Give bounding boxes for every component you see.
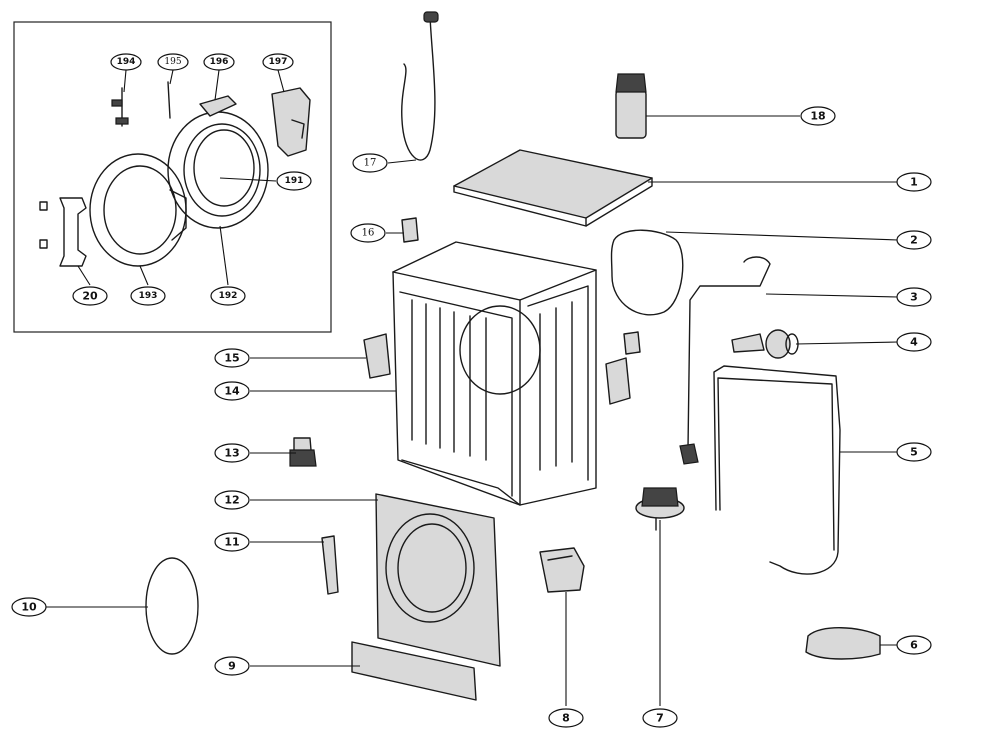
tub-gasket [610, 229, 684, 316]
callout-192: 192 [210, 286, 246, 306]
front-door-catch [321, 535, 339, 595]
callout-4: 4 [896, 332, 932, 352]
svg-text:4: 4 [910, 336, 918, 349]
svg-text:196: 196 [210, 57, 229, 67]
callout-6: 6 [896, 635, 932, 655]
inlet-valve [731, 329, 799, 359]
callout-8: 8 [548, 708, 584, 728]
callout-15: 15 [214, 348, 250, 368]
noise-filter [615, 73, 647, 139]
top-panel [453, 149, 653, 227]
wire-harness-plug [679, 443, 699, 465]
service-panel [145, 557, 199, 655]
door-small-spring [111, 87, 129, 127]
svg-text:195: 195 [164, 57, 181, 67]
door-outer-ring [89, 153, 187, 267]
svg-text:11: 11 [224, 536, 239, 549]
svg-text:10: 10 [21, 601, 37, 614]
svg-text:1: 1 [910, 176, 918, 189]
svg-text:20: 20 [82, 290, 98, 303]
door-inner-frame [167, 111, 269, 229]
front-panel [375, 493, 501, 667]
kick-plate [351, 641, 477, 701]
clip-right [623, 331, 641, 355]
callout-196: 196 [203, 53, 235, 71]
callout-20: 20 [72, 286, 108, 306]
callout-9: 9 [214, 656, 250, 676]
callout-12: 12 [214, 490, 250, 510]
door-latch-cover [199, 95, 237, 117]
wire-harness [687, 256, 771, 449]
svg-text:12: 12 [224, 494, 239, 507]
callout-14: 14 [214, 381, 250, 401]
svg-text:5: 5 [910, 446, 918, 459]
svg-text:7: 7 [656, 712, 664, 725]
callout-18: 18 [800, 106, 836, 126]
callout-3: 3 [896, 287, 932, 307]
hose-clamp [805, 627, 881, 660]
callout-5: 5 [896, 442, 932, 462]
svg-text:18: 18 [810, 110, 825, 123]
svg-text:13: 13 [224, 447, 239, 460]
door-handle [271, 87, 311, 157]
callout-191: 191 [276, 171, 312, 191]
callout-11: 11 [214, 532, 250, 552]
svg-text:6: 6 [910, 639, 918, 652]
svg-text:194: 194 [117, 57, 136, 67]
svg-text:193: 193 [139, 291, 158, 301]
door-hinge [39, 197, 87, 267]
cable-clip [401, 217, 419, 243]
cabinet-frame [392, 241, 597, 506]
svg-text:16: 16 [362, 228, 375, 239]
inlet-hose [401, 15, 436, 161]
drain-hose [713, 365, 841, 575]
svg-text:197: 197 [269, 57, 288, 67]
callout-195: 195 [157, 53, 189, 71]
inlet-hose-fitting [423, 11, 439, 23]
svg-text:15: 15 [224, 352, 239, 365]
door-assembly-inset-frame [13, 21, 332, 333]
callout-7: 7 [642, 708, 678, 728]
callout-2: 2 [896, 230, 932, 250]
callout-197: 197 [262, 53, 294, 71]
drain-pump [289, 437, 317, 467]
callout-13: 13 [214, 443, 250, 463]
svg-text:14: 14 [224, 385, 240, 398]
svg-text:8: 8 [562, 712, 570, 725]
pressure-switch [635, 487, 685, 531]
callout-194: 194 [110, 53, 142, 71]
callout-1: 1 [896, 172, 932, 192]
callout-10: 10 [11, 597, 47, 617]
shock-absorber-left [363, 333, 391, 379]
callout-17: 17 [352, 153, 388, 173]
shock-absorber-right [605, 357, 631, 405]
svg-text:17: 17 [364, 158, 377, 169]
svg-text:3: 3 [910, 291, 918, 304]
svg-text:9: 9 [228, 660, 236, 673]
door-pin [167, 81, 171, 119]
callout-193: 193 [130, 286, 166, 306]
door-lock [539, 547, 585, 593]
callout-16: 16 [350, 223, 386, 243]
svg-text:192: 192 [219, 291, 238, 301]
svg-text:2: 2 [910, 234, 918, 247]
svg-text:191: 191 [285, 176, 304, 186]
